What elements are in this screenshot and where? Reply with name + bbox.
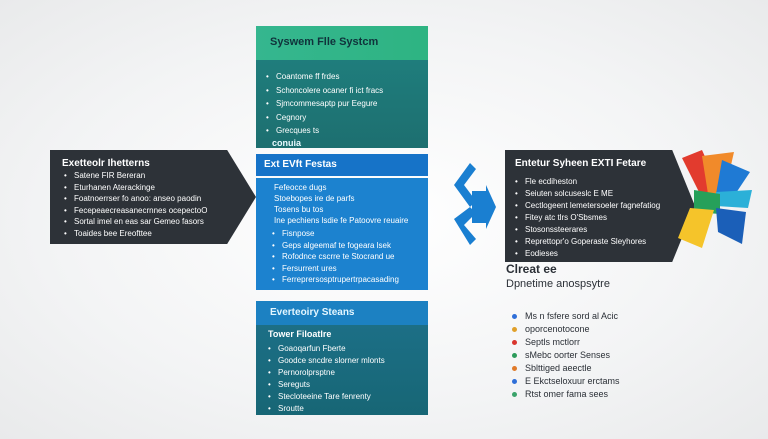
list-item-label: oporcenotocone	[525, 324, 590, 334]
list-item: Fle ecdiheston	[515, 176, 660, 188]
colored-bullet-list: Ms n fsfere sord al Acic oporcenotocone …	[512, 310, 620, 401]
text-line: Fefeocce dugs	[274, 183, 327, 192]
streams-header: Everteoiry Steans	[256, 301, 428, 325]
list-item: Sortal imel en eas sar Gemeo fasors	[64, 216, 207, 228]
list-item: Sblttiged aeectle	[512, 362, 620, 375]
file-system-list: Coantome ff frdes Schoncolere ocaner fi …	[266, 70, 383, 138]
list-item: Ms n fsfere sord al Acic	[512, 310, 620, 323]
list-item: Pernorolprsptne	[268, 367, 385, 379]
list-item: Seiuten solcuseslc E ME	[515, 188, 660, 200]
list-item-label: Sblttiged aeectle	[525, 363, 592, 373]
bullet-dot	[512, 327, 517, 332]
file-system-subtitle: conuia	[272, 138, 302, 148]
bullet-dot	[512, 314, 517, 319]
list-item: Coantome ff frdes	[266, 70, 383, 84]
list-item: Sroutte	[268, 403, 385, 415]
streams-list: Goaoqarfun Fberte Goodce sncdre slorner …	[268, 343, 385, 415]
arrow-left-chevron	[454, 163, 476, 207]
list-item-label: E Ekctseloxuur erctams	[525, 376, 620, 386]
list-item: Schoncolere ocaner fi ict fracs	[266, 84, 383, 98]
panel-cyan	[716, 190, 752, 208]
panel-navy	[716, 208, 746, 244]
file-system-panel: Coantome ff frdes Schoncolere ocaner fi …	[256, 60, 428, 148]
list-item: sMebc oorter Senses	[512, 349, 620, 362]
streams-subhead: Tower Filoatlre	[268, 329, 332, 339]
list-item: Geps algeemaf te fogeara lsek	[272, 240, 399, 252]
list-item: Fitey atc tlrs O'Sbsmes	[515, 212, 660, 224]
caption-line-2: Dpnetime anospsytre	[506, 278, 610, 290]
streams-title: Everteoiry Steans	[270, 307, 355, 318]
bidirectional-arrows-icon	[454, 163, 496, 245]
external-patterns-title: Exetteolr Ihetterns	[62, 158, 150, 169]
caption-line-1: Clreat ee	[506, 262, 557, 276]
panel-green	[694, 190, 720, 214]
list-item: Goaoqarfun Fberte	[268, 343, 385, 355]
bullet-dot	[512, 392, 517, 397]
list-item-label: Rtst omer fama sees	[525, 389, 609, 399]
ext-features-panel: Fefeocce dugs Stoebopes ire de parfs Tos…	[256, 178, 428, 290]
list-item: Rtst omer fama sees	[512, 388, 620, 401]
bullet-dot	[512, 340, 517, 345]
ext-features-list: Fisnpose Geps algeemaf te fogeara lsek R…	[272, 228, 399, 286]
text-line: Tosens bu tos	[274, 205, 324, 214]
bullet-dot	[512, 353, 517, 358]
list-item: Rofodnce cscrre te Stocrand ue	[272, 251, 399, 263]
ext-feature-title: Entetur Syheen EXTI Fetare	[515, 158, 647, 169]
caption: Clreat ee Dpnetime anospsytre	[506, 262, 610, 290]
list-item-label: sMebc oorter Senses	[525, 350, 611, 360]
arrow-down-chevron	[454, 207, 476, 245]
list-item: Stecloteeine Tare fenrenty	[268, 391, 385, 403]
list-item-label: Ms n fsfere sord al Acic	[525, 311, 619, 321]
list-item: Cectlogeent lemetersoeler fagnefatiog	[515, 200, 660, 212]
list-item: Goodce sncdre slorner mlonts	[268, 355, 385, 367]
list-item: Fersurrent ures	[272, 263, 399, 275]
list-item: Grecques ts	[266, 124, 383, 138]
ext-features-header: Ext EVft Festas	[256, 154, 428, 176]
text-line: Ine pechiens lsdie fe Patoovre reuaire	[274, 216, 409, 225]
external-patterns-arrow: Exetteolr Ihetterns Satene FIR Bereran E…	[50, 150, 256, 244]
list-item: oporcenotocone	[512, 323, 620, 336]
file-system-header: Syswem Flle Systcm	[256, 26, 428, 60]
list-item: Foatnoerrser fo anoo: anseo paodin	[64, 193, 207, 205]
panel-yellow	[678, 208, 714, 248]
file-system-title: Syswem Flle Systcm	[270, 36, 379, 48]
list-item: Eodieses	[515, 248, 660, 260]
list-item: Sjmcommesaptp pur Eegure	[266, 97, 383, 111]
list-item: E Ekctseloxuur erctams	[512, 375, 620, 388]
list-item: Septls mctlorr	[512, 336, 620, 349]
arrow-right-shape	[472, 185, 496, 229]
list-item: Satene FIR Bereran	[64, 170, 207, 182]
bullet-dot	[512, 379, 517, 384]
list-item: Cegnory	[266, 111, 383, 125]
ext-feature-list: Fle ecdiheston Seiuten solcuseslc E ME C…	[515, 176, 660, 260]
ext-feature-arrow: Entetur Syheen EXTI Fetare Fle ecdihesto…	[505, 150, 695, 262]
list-item: Eturhanen Aterackinge	[64, 182, 207, 194]
ext-features-title: Ext EVft Festas	[264, 159, 337, 170]
list-item: Reprettopr'o Goperaste Sleyhores	[515, 236, 660, 248]
streams-panel: Tower Filoatlre Goaoqarfun Fberte Goodce…	[256, 325, 428, 415]
colorful-stacked-panels-icon	[678, 150, 752, 248]
bullet-dot	[512, 366, 517, 371]
external-patterns-list: Satene FIR Bereran Eturhanen Aterackinge…	[64, 170, 207, 239]
list-item-label: Septls mctlorr	[525, 337, 581, 347]
panel-blue	[716, 160, 750, 202]
text-line: Stoebopes ire de parfs	[274, 194, 355, 203]
list-item: Ferreprersosptrupertrpacasading	[272, 274, 399, 286]
list-item: Fisnpose	[272, 228, 399, 240]
list-item: Toaides bee Ereofttee	[64, 228, 207, 240]
list-item: Sereguts	[268, 379, 385, 391]
list-item: Stosonssteerares	[515, 224, 660, 236]
list-item: Fecepeaecreasanecrnnes ocepectoO	[64, 205, 207, 217]
